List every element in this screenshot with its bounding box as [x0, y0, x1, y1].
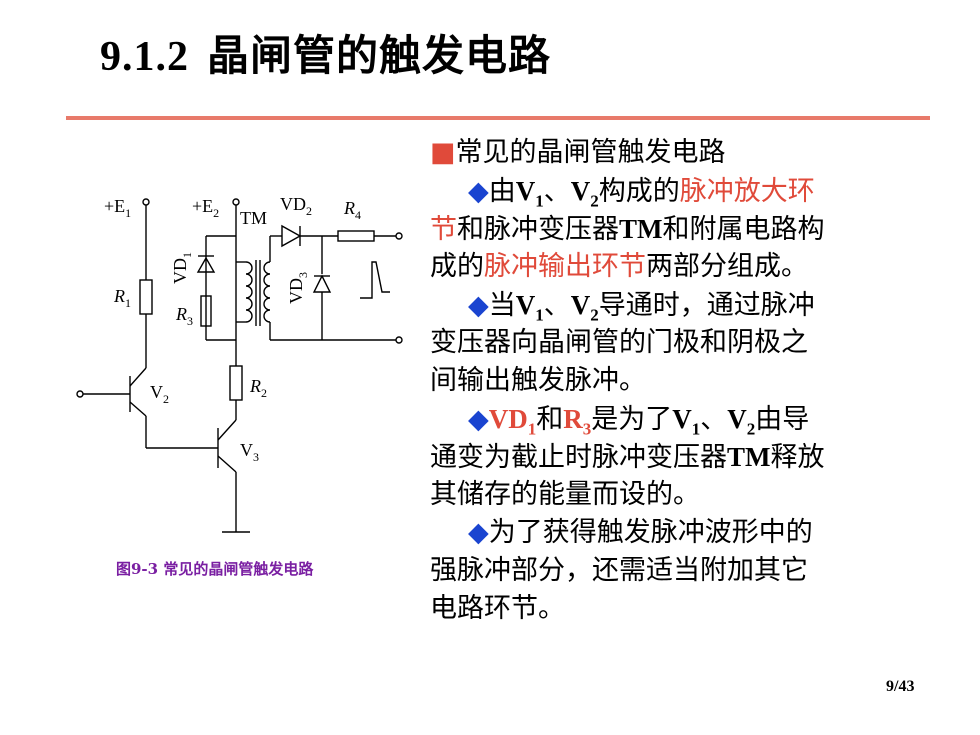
svg-text:R4: R4 [343, 198, 361, 222]
text: 和脉冲变压器 [457, 214, 619, 245]
svg-text:VD1: VD1 [170, 252, 194, 284]
section-number: 9.1.2 [100, 34, 189, 80]
paragraph-3-line-2: 通变为截止时脉冲变压器TM释放 [430, 438, 920, 476]
heading-text: 常见的晶闸管触发电路 [455, 137, 726, 168]
highlight-text: 节 [430, 214, 457, 245]
diamond-bullet-icon: ◆ [468, 290, 489, 321]
paragraph-1-line-3: 成的脉冲输出环节两部分组成。 [430, 248, 920, 286]
label-vd2: VD [280, 194, 306, 214]
symbol-v1: V [672, 404, 692, 434]
symbol-v2: V [727, 404, 747, 434]
highlight-text: 脉冲输出环节 [484, 251, 646, 282]
symbol-tm: TM [619, 214, 663, 244]
paragraph-4-line-1: ◆为了获得触发脉冲波形中的 [430, 514, 920, 552]
svg-text:R2: R2 [249, 376, 267, 400]
subscript: 1 [535, 191, 544, 211]
label-r4-sub: 4 [355, 208, 361, 222]
label-r3-sub: 3 [187, 314, 193, 328]
label-e1: +E [104, 196, 125, 216]
symbol-tm: TM [727, 442, 771, 472]
text: 、 [700, 404, 728, 435]
paragraph-2-line-3: 间输出触发脉冲。 [430, 365, 646, 396]
label-vd1: VD [170, 258, 190, 284]
text: 是为了 [591, 404, 673, 435]
svg-text:R3: R3 [175, 304, 193, 328]
text: 构成的 [598, 176, 680, 207]
text: 当 [488, 290, 516, 321]
text: 两部分组成。 [646, 251, 808, 282]
paragraph-1-line-1: ◆由V1、V2构成的脉冲放大环 [430, 172, 920, 210]
label-e2: +E [192, 196, 213, 216]
paragraph-4-line-2: 强脉冲部分，还需适当附加其它 [430, 555, 808, 586]
subscript: 3 [582, 419, 592, 439]
diamond-bullet-icon: ◆ [468, 176, 489, 207]
label-e2-sub: 2 [213, 206, 219, 220]
text: 由导 [755, 404, 810, 435]
label-e1-sub: 1 [125, 206, 131, 220]
text: 导通时，通过脉冲 [598, 290, 815, 321]
paragraph-3-line-1: ◆VD1和R3是为了V1、V2由导 [430, 400, 920, 438]
label-v2-sub: 2 [163, 392, 169, 406]
text: 、 [543, 290, 571, 321]
label-vd2-sub: 2 [306, 204, 312, 218]
label-v2: V [150, 382, 163, 402]
subscript: 1 [691, 419, 701, 439]
text: 和附属电路构 [662, 214, 825, 245]
svg-text:+E1: +E1 [104, 196, 131, 220]
label-r2: R [249, 376, 261, 396]
label-r4: R [343, 198, 355, 218]
slide-body: ■常见的晶闸管触发电路 ◆由V1、V2构成的脉冲放大环 节和脉冲变压器TM和附属… [430, 134, 920, 628]
thyristor-trigger-circuit-diagram: +E1 +E2 TM VD2 R4 VD1 VD3 R1 R3 R2 V2 [76, 194, 403, 533]
label-vd3-sub: 3 [296, 272, 310, 278]
svg-text:V2: V2 [150, 382, 169, 406]
subscript: 1 [527, 419, 537, 439]
svg-text:V3: V3 [240, 440, 259, 464]
label-vd3: VD [286, 278, 306, 304]
page-title: 9.1.2 晶闸管的触发电路 [100, 22, 551, 83]
symbol-v2: V [570, 290, 591, 320]
heading-line: ■常见的晶闸管触发电路 [430, 134, 920, 172]
label-r3: R [175, 304, 187, 324]
subscript: 2 [590, 305, 599, 325]
paragraph-3-line-3: 其储存的能量而设的。 [430, 479, 700, 510]
text: 通变为截止时脉冲变压器 [430, 442, 727, 473]
paragraph-1-line-2: 节和脉冲变压器TM和附属电路构 [430, 210, 920, 248]
text: 、 [543, 176, 571, 207]
figure-caption: 图9-3 常见的晶闸管触发电路 [116, 560, 314, 578]
label-r1: R [113, 286, 125, 306]
subscript: 2 [746, 419, 756, 439]
label-r2-sub: 2 [261, 386, 267, 400]
highlight-text: 脉冲放大环 [679, 176, 815, 207]
symbol-v2: V [570, 176, 591, 206]
text: 和 [536, 404, 564, 435]
text: 释放 [770, 442, 825, 473]
diamond-bullet-icon: ◆ [468, 517, 489, 548]
svg-text:R1: R1 [113, 286, 131, 310]
label-r1-sub: 1 [125, 296, 131, 310]
square-bullet-icon: ■ [430, 137, 456, 168]
section-title: 晶闸管的触发电路 [207, 31, 552, 80]
paragraph-2-line-2: 变压器向晶闸管的门极和阴极之 [430, 327, 808, 358]
symbol-v1: V [515, 176, 536, 206]
label-v3: V [240, 440, 253, 460]
svg-text:VD2: VD2 [280, 194, 312, 218]
diamond-bullet-icon: ◆ [468, 404, 489, 435]
text: 成的 [430, 251, 484, 282]
page-number: 9/43 [886, 678, 915, 695]
svg-text:VD3: VD3 [286, 272, 310, 304]
label-v3-sub: 3 [253, 450, 259, 464]
symbol-r3: R [563, 404, 583, 434]
text: 为了获得触发脉冲波形中的 [488, 517, 813, 548]
title-divider [66, 116, 930, 120]
label-vd1-sub: 1 [180, 252, 194, 258]
paragraph-2-line-1: ◆当V1、V2导通时，通过脉冲 [430, 286, 920, 324]
symbol-vd1: VD [488, 404, 528, 434]
paragraph-4-line-3: 电路环节。 [430, 593, 565, 624]
label-tm: TM [240, 208, 267, 228]
text: 由 [488, 176, 516, 207]
subscript: 2 [590, 191, 599, 211]
symbol-v1: V [515, 290, 536, 320]
svg-text:+E2: +E2 [192, 196, 219, 220]
subscript: 1 [535, 305, 544, 325]
